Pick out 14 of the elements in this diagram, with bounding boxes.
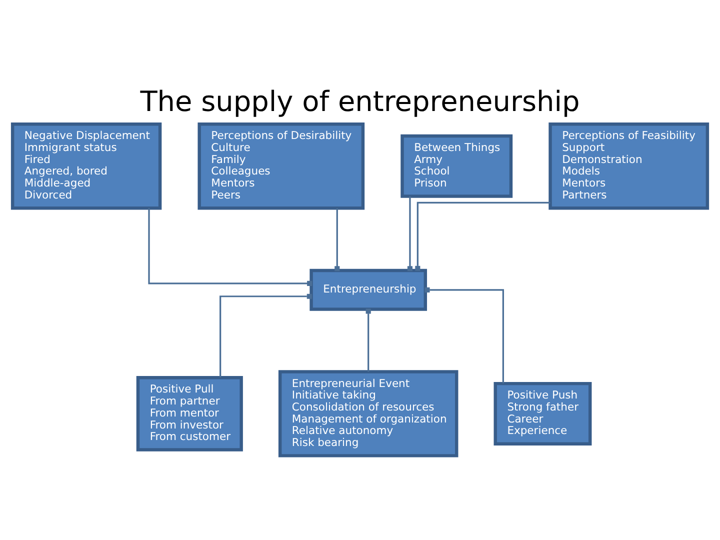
connector bbox=[148, 208, 312, 286]
connector bbox=[424, 287, 504, 384]
node-box: Positive Pull From partner From mentor From investor From customer bbox=[136, 376, 243, 452]
connector bbox=[407, 196, 412, 272]
node-box: Entrepreneurship bbox=[310, 268, 427, 311]
node-box: Positive Push Strong father Career Experience bbox=[494, 382, 592, 446]
node-box: Perceptions of Desirability Culture Family Colleagues Mentors Peers bbox=[198, 122, 365, 210]
node-box: Between Things Army School Prison bbox=[400, 134, 513, 198]
connector bbox=[334, 208, 340, 272]
node-box: Perceptions of Feasibility Support Demonstration Models Mentors Partners bbox=[548, 122, 710, 210]
connector bbox=[366, 308, 371, 372]
node-box: Entrepreneurial Event Initiative taking Consolidation of resources Management of organization Relative autonomy Risk bearing bbox=[278, 370, 458, 458]
diagram-title: The supply of entrepreneurship bbox=[140, 85, 580, 118]
node-box: Negative Displacement Immigrant status Fired Angered, bored Middle-aged Divorced bbox=[10, 122, 162, 210]
